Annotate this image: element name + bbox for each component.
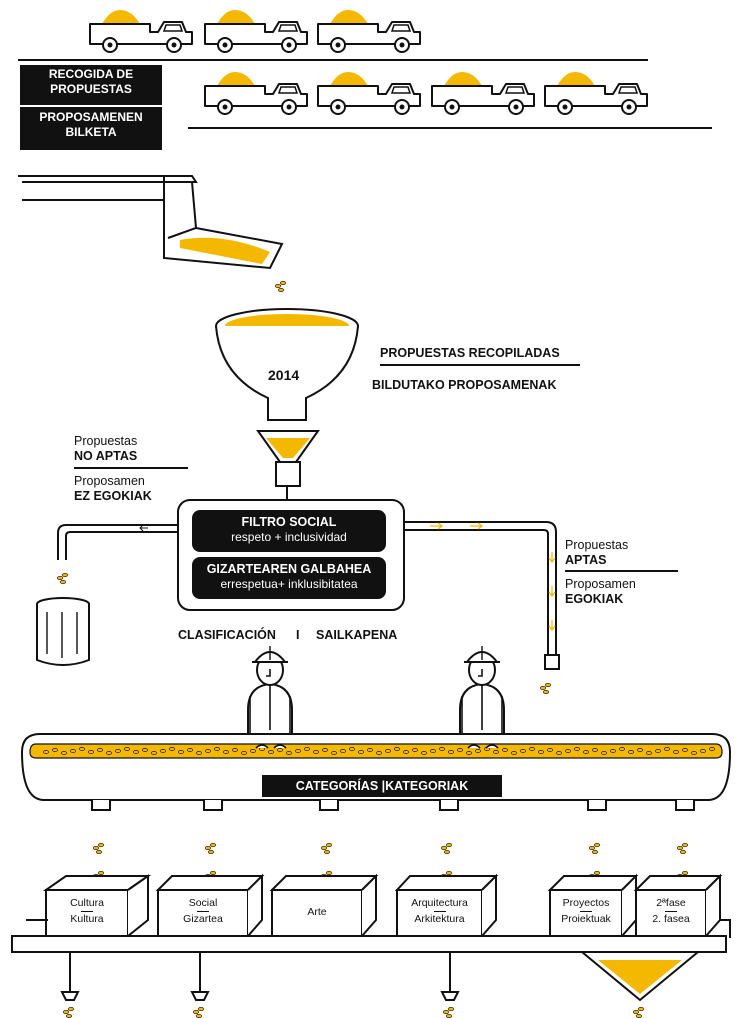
bin-divider bbox=[433, 911, 446, 912]
collection-label-es: RECOGIDA DE PROPUESTAS bbox=[20, 65, 162, 105]
bin-label-es: 2ªfase bbox=[656, 897, 686, 909]
bin-divider bbox=[197, 911, 209, 912]
filter-box-es: FILTRO SOCIAL respeto + inclusividad bbox=[192, 510, 386, 552]
bin-label-eu: 2. fasea bbox=[652, 913, 690, 925]
accepted-eu-line1: Proposamen bbox=[565, 577, 636, 591]
bin-label-es: Proyectos bbox=[562, 897, 610, 909]
funnel-year: 2014 bbox=[268, 367, 300, 383]
filter-title-es: FILTRO SOCIAL bbox=[241, 515, 337, 529]
bin-label-eu: Gizartea bbox=[183, 913, 223, 925]
collection-label-eu: PROPOSAMENEN BILKETA bbox=[20, 107, 162, 150]
accepted-eu-line2: EGOKIAK bbox=[565, 592, 624, 606]
bin-label-es: Cultura bbox=[70, 897, 104, 909]
bin-label-eu: Kultura bbox=[70, 913, 104, 925]
classification-sep: I bbox=[296, 628, 300, 642]
rejected-eu-line2: EZ EGOKIAK bbox=[74, 489, 152, 503]
bin-divider bbox=[665, 911, 677, 912]
bin-divider bbox=[81, 911, 93, 912]
bin-label-segunda-fase: 2ªfase 2. fasea bbox=[636, 897, 706, 926]
bin-label-eu: Arkitektura bbox=[414, 913, 465, 925]
bin-label-arte: Arte bbox=[272, 906, 362, 919]
rejected-es-line1: Propuestas bbox=[74, 434, 138, 448]
filter-box-eu: GIZARTEAREN GALBAHEA errespetua+ inklusi… bbox=[192, 557, 386, 599]
classification-es: CLASIFICACIÓN bbox=[178, 628, 276, 642]
accepted-es-line1: Propuestas bbox=[565, 538, 629, 552]
compiled-label-es: PROPUESTAS RECOPILADAS bbox=[380, 346, 560, 360]
rejected-es-line2: NO APTAS bbox=[74, 449, 138, 463]
rejected-eu-line1: Proposamen bbox=[74, 474, 145, 488]
filter-sub-eu: errespetua+ inklusibitatea bbox=[220, 577, 358, 591]
compiled-label-eu: BILDUTAKO PROPOSAMENAK bbox=[372, 378, 557, 392]
accepted-es-line2: APTAS bbox=[565, 553, 607, 567]
bin-divider bbox=[580, 911, 592, 912]
filter-sub-es: respeto + inclusividad bbox=[231, 530, 347, 544]
filter-title-eu: GIZARTEAREN GALBAHEA bbox=[206, 562, 372, 576]
bin-label-es: Arte bbox=[307, 906, 327, 918]
categories-bar-label: CATEGORÍAS |KATEGORIAK bbox=[295, 779, 469, 793]
bin-label-eu: Proiektuak bbox=[561, 913, 611, 925]
bin-label-es: Social bbox=[188, 897, 218, 909]
bin-label-es: Arquitectura bbox=[411, 897, 468, 909]
classification-eu: SAILKAPENA bbox=[316, 628, 398, 642]
